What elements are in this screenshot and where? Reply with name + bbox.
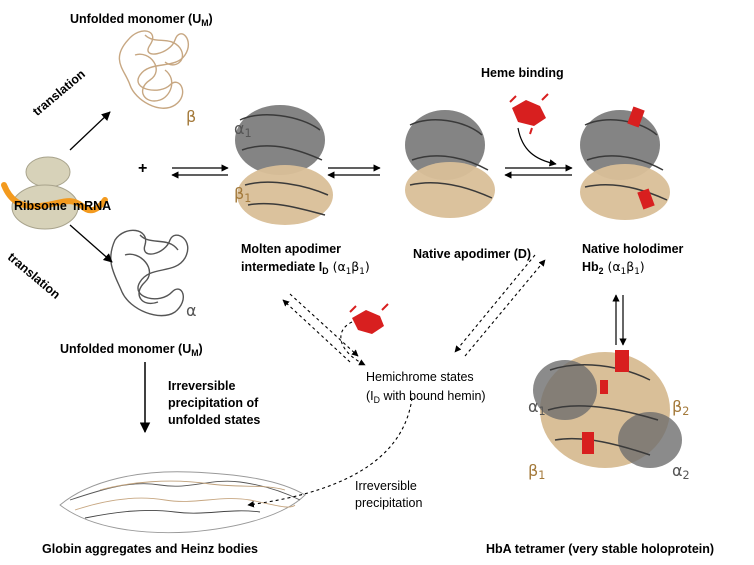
plus-sign: + bbox=[138, 160, 148, 177]
translation-arrow-up bbox=[69, 111, 111, 151]
label-alpha1-tetramer: α1 bbox=[528, 397, 546, 418]
translation-arrow-down bbox=[69, 224, 113, 263]
molten-apodimer-structure bbox=[235, 105, 333, 225]
label-native-holodimer: Native holodimer Hb2 (α1β1) bbox=[582, 242, 684, 278]
dashed-arrows bbox=[247, 254, 546, 508]
label-alpha2-tetramer: α2 bbox=[672, 461, 690, 482]
label-beta1-molten: β1 bbox=[234, 184, 252, 205]
label-beta1-tetramer: β1 bbox=[528, 461, 546, 482]
label-mrna: mRNA bbox=[73, 199, 112, 213]
native-apodimer-structure bbox=[405, 110, 495, 218]
label-irreversible-precipitation: Irreversible precipitation bbox=[355, 479, 423, 510]
label-beta-monomer: β bbox=[186, 107, 197, 126]
mrna-strand bbox=[1, 182, 108, 214]
unfolded-alpha-monomer bbox=[110, 229, 189, 317]
label-molten-apodimer: Molten apodimer intermediate ID (α1β1) bbox=[241, 242, 370, 278]
equilibrium-arrow-3 bbox=[504, 164, 573, 179]
heme-molecule-top bbox=[509, 93, 549, 135]
heme-binding-curve-arrow bbox=[517, 127, 557, 167]
equilibrium-arrow-2 bbox=[327, 164, 381, 179]
label-hemichrome-states: Hemichrome states (ID with bound hemin) bbox=[366, 370, 486, 406]
label-native-apodimer: Native apodimer (D) bbox=[413, 247, 532, 261]
label-hba-tetramer: HbA tetramer (very stable holoprotein) bbox=[486, 542, 715, 556]
heme-molecule-middle bbox=[349, 303, 389, 334]
unfolded-beta-monomer bbox=[118, 30, 190, 109]
label-ribosome: Ribsome bbox=[14, 199, 67, 213]
label-unfolded-monomer-top: Unfolded monomer (UM) bbox=[70, 12, 213, 28]
equilibrium-arrow-vertical bbox=[612, 294, 627, 346]
label-alpha-monomer: α bbox=[186, 301, 197, 320]
label-beta2-tetramer: β2 bbox=[672, 397, 690, 418]
label-alpha1-molten: α1 bbox=[234, 119, 252, 140]
label-unfolded-monomer-bottom: Unfolded monomer (UM) bbox=[60, 342, 203, 358]
native-holodimer-structure bbox=[580, 106, 670, 220]
label-heme-binding: Heme binding bbox=[481, 66, 564, 80]
hba-tetramer-structure bbox=[533, 350, 682, 468]
equilibrium-arrow-1 bbox=[171, 164, 229, 179]
ribosome bbox=[11, 156, 79, 230]
globin-aggregates bbox=[59, 471, 306, 534]
label-irreversible-precipitation-unfolded: Irreversible precipitation of unfolded s… bbox=[168, 379, 261, 427]
label-globin-aggregates: Globin aggregates and Heinz bodies bbox=[42, 542, 259, 556]
